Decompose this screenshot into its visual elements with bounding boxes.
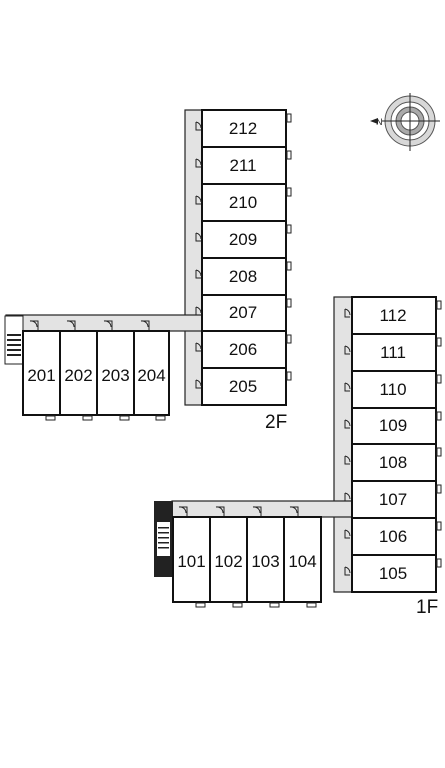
unit-label: 107	[379, 490, 407, 509]
unit-111: 111	[351, 333, 437, 372]
unit-label: 210	[229, 193, 257, 212]
unit-210: 210	[201, 183, 287, 222]
unit-205: 205	[201, 367, 287, 406]
unit-212: 212	[201, 109, 287, 148]
unit-label: 209	[229, 230, 257, 249]
balcony-marks-1f	[436, 300, 442, 568]
unit-105: 105	[351, 554, 437, 593]
unit-label: 110	[379, 380, 406, 399]
floor-label-1f: 1F	[416, 597, 438, 618]
units-2f-vertical: 212 211 210 209 208 207	[201, 109, 287, 406]
unit-109: 109	[351, 407, 437, 445]
unit-label: 103	[251, 552, 279, 571]
stairs-icon	[154, 501, 173, 577]
unit-206: 206	[201, 330, 287, 369]
compass-north-label: N	[376, 117, 383, 127]
unit-label: 109	[379, 416, 407, 435]
stairs-icon	[4, 315, 24, 365]
balcony-marks-1f-horizontal	[195, 602, 317, 608]
unit-101: 101	[172, 516, 211, 603]
unit-107: 107	[351, 480, 437, 519]
unit-208: 208	[201, 257, 287, 296]
floor-2f: 212 211 210 209 208 207	[4, 109, 292, 433]
units-1f-vertical: 112 111 110 109 108 107	[351, 296, 437, 593]
unit-label: 207	[229, 303, 257, 322]
units-2f-horizontal: 201 202 203 204	[22, 330, 170, 416]
unit-label: 204	[137, 366, 165, 385]
unit-label: 105	[379, 564, 407, 583]
floor-label-2f: 2F	[265, 412, 287, 433]
unit-209: 209	[201, 220, 287, 259]
balcony-marks-2f-horizontal	[45, 415, 166, 421]
door-icon	[29, 320, 150, 330]
door-icon	[195, 121, 202, 389]
unit-label: 208	[229, 267, 257, 286]
unit-108: 108	[351, 443, 437, 482]
unit-207: 207	[201, 294, 287, 332]
compass-icon: N	[370, 93, 440, 151]
unit-label: 112	[379, 306, 406, 325]
unit-204: 204	[133, 330, 170, 416]
unit-label: 106	[379, 527, 407, 546]
unit-103: 103	[246, 516, 285, 603]
units-1f-horizontal: 101 102 103 104	[172, 516, 322, 603]
unit-112: 112	[351, 296, 437, 335]
corridor-1f-vertical	[333, 296, 353, 593]
unit-label: 101	[177, 552, 205, 571]
unit-label: 211	[229, 156, 256, 175]
unit-label: 206	[229, 340, 257, 359]
unit-label: 205	[229, 377, 257, 396]
unit-label: 111	[380, 343, 406, 362]
unit-label: 212	[229, 119, 257, 138]
unit-110: 110	[351, 370, 437, 409]
unit-label: 201	[27, 366, 55, 385]
unit-202: 202	[59, 330, 98, 416]
corridor-2f-vertical	[184, 109, 203, 406]
unit-201: 201	[22, 330, 61, 416]
door-icon	[178, 506, 299, 516]
door-icon	[344, 308, 351, 576]
corridor-1f-horizontal	[171, 500, 353, 518]
unit-label: 108	[379, 453, 407, 472]
balcony-marks-2f	[286, 113, 292, 381]
unit-211: 211	[201, 146, 287, 185]
unit-label: 202	[64, 366, 92, 385]
unit-label: 104	[288, 552, 316, 571]
unit-label: 203	[101, 366, 129, 385]
unit-104: 104	[283, 516, 322, 603]
unit-label: 102	[214, 552, 242, 571]
unit-203: 203	[96, 330, 135, 416]
unit-106: 106	[351, 517, 437, 556]
floor-1f: 112 111 110 109 108 107	[154, 296, 442, 618]
unit-102: 102	[209, 516, 248, 603]
